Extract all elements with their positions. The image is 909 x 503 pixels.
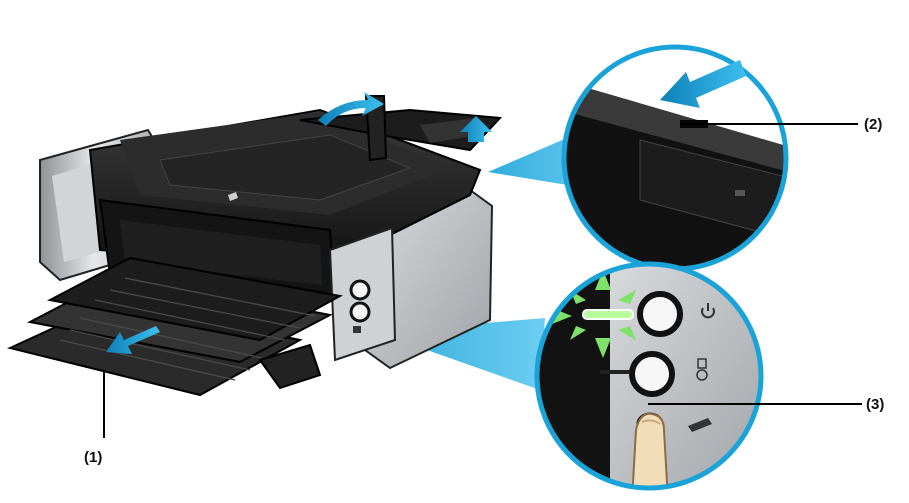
arrow-icon [660,60,746,108]
printer [6,95,503,397]
zoom-circle-bottom [534,261,764,491]
pointing-finger-icon [630,412,670,488]
callout-label-2: (2) [864,116,883,133]
arrow-icon [460,116,492,142]
callout-label-3: (3) [866,396,885,413]
tray-icon [688,418,712,432]
power-icon [701,303,715,319]
zoom-circle-top [561,44,789,272]
callout-label-1: (1) [84,449,103,466]
arrow-icon [318,92,384,126]
arrow-icon [106,326,160,354]
resume-icon [696,358,708,381]
